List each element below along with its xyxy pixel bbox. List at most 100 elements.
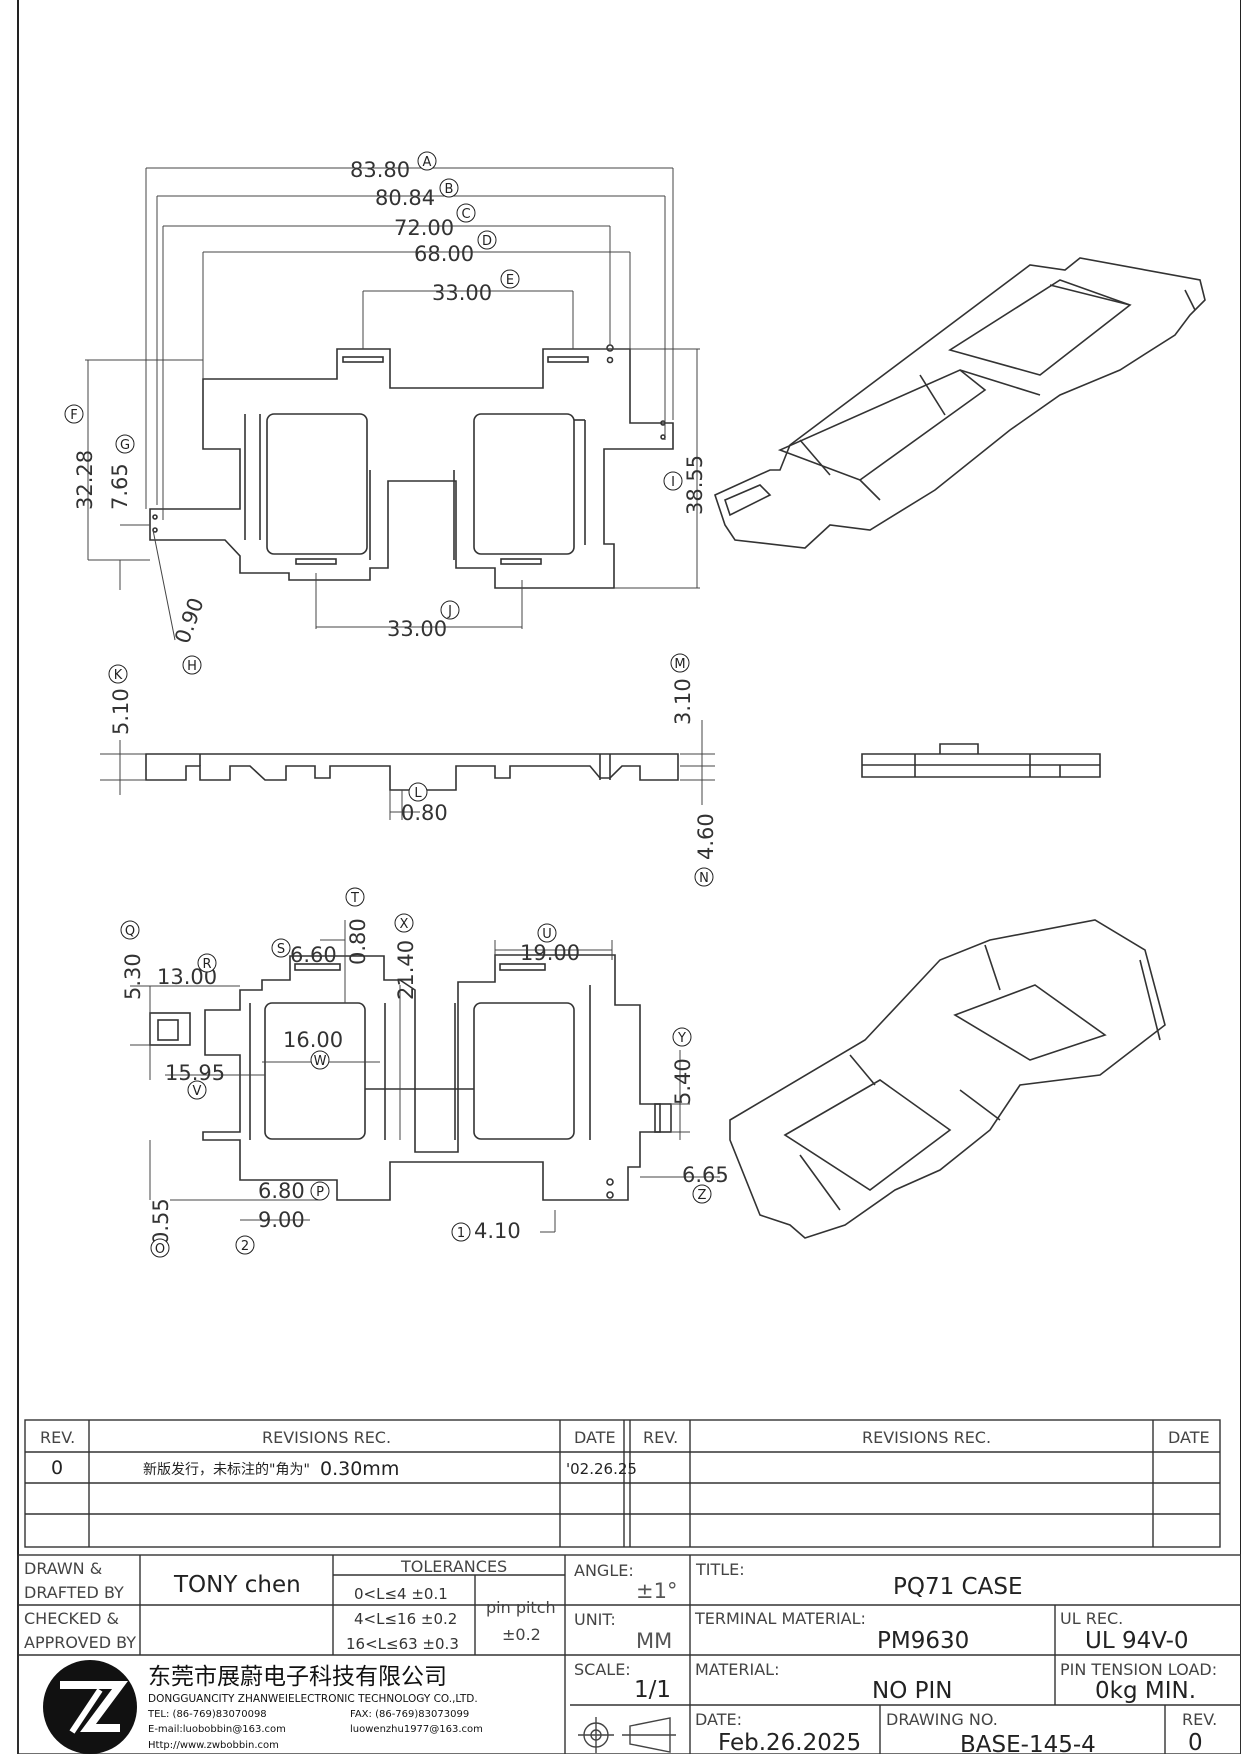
- side-view: [100, 720, 1101, 820]
- scale-label: SCALE:: [574, 1660, 631, 1679]
- dim-6-60: 6.60: [290, 943, 337, 967]
- svg-text:I: I: [671, 475, 675, 490]
- svg-text:J: J: [447, 604, 452, 619]
- svg-text:C: C: [461, 207, 470, 222]
- svg-text:A: A: [423, 155, 432, 170]
- company-email: E-mail:luobobbin@163.com: [148, 1724, 286, 1735]
- terminal-material-value: PM9630: [877, 1628, 969, 1654]
- dim-38-55: 38.55: [683, 455, 707, 515]
- drawing-no-value: BASE-145-4: [960, 1732, 1096, 1754]
- dim-32-28: 32.28: [73, 450, 97, 510]
- approved-label: APPROVED BY: [24, 1633, 136, 1652]
- bottom-view: [130, 920, 720, 1233]
- rev-value: 0: [1188, 1730, 1203, 1754]
- side-profile: [145, 753, 679, 791]
- svg-text:Y: Y: [677, 1031, 686, 1046]
- date-header-right: DATE: [1168, 1428, 1210, 1447]
- dim-0-80b: 0.80: [346, 918, 370, 965]
- title-value: PQ71 CASE: [893, 1574, 1022, 1600]
- date-value: Feb.26.2025: [718, 1730, 861, 1754]
- tolerance-row-3: 16<L≤63 ±0.3: [346, 1635, 459, 1653]
- rev-header-right: REV.: [643, 1428, 678, 1447]
- isometric-view-top: [714, 257, 1206, 549]
- dim-72-00: 72.00: [394, 216, 454, 240]
- revision-table: REV. REVISIONS REC. DATE REV. REVISIONS …: [24, 1419, 1221, 1548]
- base-outline-top: [149, 348, 674, 589]
- tolerances-label: TOLERANCES: [400, 1557, 507, 1576]
- dim-80-84: 80.84: [375, 186, 435, 210]
- rev-label: REV.: [1182, 1710, 1217, 1729]
- dim-33-00-bottom: 33.00: [387, 617, 447, 641]
- dim-33-00-top: 33.00: [432, 281, 492, 305]
- dim-83-80: 83.80: [350, 158, 410, 182]
- svg-text:D: D: [482, 234, 492, 249]
- ul-rec-label: UL REC.: [1060, 1609, 1123, 1628]
- title-label: TITLE:: [695, 1560, 745, 1579]
- svg-text:W: W: [314, 1054, 327, 1069]
- svg-text:V: V: [193, 1084, 202, 1099]
- dim-3-10: 3.10: [671, 678, 695, 725]
- material-value: NO PIN: [872, 1678, 952, 1704]
- dim-0-55: 0.55: [149, 1198, 173, 1245]
- date-label: DATE:: [695, 1710, 742, 1729]
- isometric-view-bottom: [729, 919, 1166, 1239]
- svg-text:X: X: [400, 917, 409, 932]
- svg-text:K: K: [114, 668, 123, 683]
- unit-value: MM: [636, 1629, 672, 1653]
- dimension-labels: 83.80 A 80.84 B 72.00 C 68.00 D 33.00 E …: [64, 151, 729, 1258]
- svg-text:R: R: [202, 957, 211, 972]
- company-name-cn: 东莞市展蔚电子科技有限公司: [148, 1664, 447, 1690]
- revisions-header-left: REVISIONS REC.: [262, 1428, 391, 1447]
- svg-text:N: N: [699, 871, 709, 886]
- dim-5-40: 5.40: [671, 1058, 695, 1105]
- title-block: DRAWN & DRAFTED BY TONY chen CHECKED & A…: [17, 1554, 1241, 1754]
- revision-0-value: 0.30mm: [320, 1458, 399, 1480]
- svg-text:O: O: [155, 1242, 165, 1257]
- angle-label: ANGLE:: [574, 1561, 634, 1580]
- svg-text:F: F: [70, 408, 77, 423]
- dim-68-00: 68.00: [414, 242, 474, 266]
- drafted-label: DRAFTED BY: [24, 1583, 124, 1602]
- dim-19-00: 19.00: [520, 941, 580, 965]
- company-fax: FAX: (86-769)83073099: [350, 1709, 469, 1720]
- base-outline-bottom: [202, 954, 661, 1201]
- drawing-no-label: DRAWING NO.: [886, 1710, 998, 1729]
- unit-label: UNIT:: [574, 1610, 616, 1629]
- revision-0-note: 新版发行，未标注的"角为": [143, 1462, 310, 1478]
- svg-text:P: P: [316, 1185, 324, 1200]
- svg-text:Z: Z: [698, 1188, 707, 1203]
- tolerance-row-2: 4<L≤16 ±0.2: [354, 1610, 457, 1628]
- company-name-en: DONGGUANCITY ZHANWEIELECTRONIC TECHNOLOG…: [148, 1693, 478, 1705]
- svg-text:1: 1: [457, 1226, 465, 1241]
- svg-text:S: S: [277, 942, 285, 957]
- svg-text:H: H: [187, 659, 197, 674]
- top-view: [85, 167, 700, 641]
- dim-4-60: 4.60: [694, 813, 718, 860]
- dim-0-80: 0.80: [401, 801, 448, 825]
- svg-text:L: L: [414, 786, 422, 801]
- dim-5-30: 5.30: [121, 953, 145, 1000]
- pin-tension-value: 0kg MIN.: [1095, 1678, 1196, 1704]
- rev-header-left: REV.: [40, 1428, 75, 1447]
- pin-pitch-value: ±0.2: [502, 1625, 541, 1644]
- svg-text:T: T: [350, 891, 359, 906]
- terminal-material-label: TERMINAL MATERIAL:: [694, 1609, 866, 1628]
- material-label: MATERIAL:: [695, 1660, 779, 1679]
- svg-text:U: U: [542, 927, 552, 942]
- date-header-left: DATE: [574, 1428, 616, 1447]
- svg-text:M: M: [674, 657, 685, 672]
- dim-16-00: 16.00: [283, 1028, 343, 1052]
- dim-6-65: 6.65: [682, 1163, 729, 1187]
- company-email-2: luowenzhu1977@163.com: [350, 1724, 483, 1735]
- svg-text:E: E: [506, 273, 514, 288]
- company-logo: [43, 1660, 137, 1754]
- revision-0-rev: 0: [51, 1457, 63, 1479]
- ul-rec-value: UL 94V-0: [1085, 1628, 1189, 1654]
- svg-text:B: B: [445, 182, 454, 197]
- company-website: Http://www.zwbobbin.com: [148, 1740, 279, 1751]
- dim-0-90: 0.90: [170, 595, 209, 647]
- pin-tension-label: PIN TENSION LOAD:: [1060, 1660, 1217, 1679]
- dim-5-10: 5.10: [109, 688, 133, 735]
- dim-6-80: 6.80: [258, 1179, 305, 1203]
